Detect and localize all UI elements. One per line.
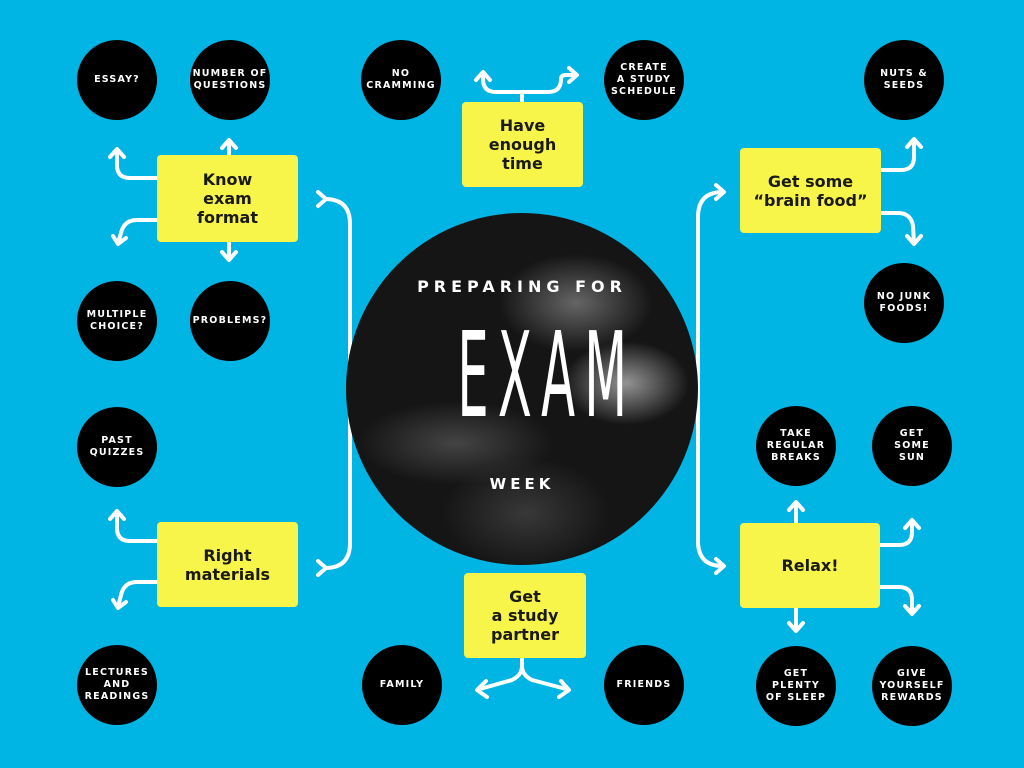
leaf-family: FAMILY xyxy=(362,645,442,725)
connector-materials-left-down xyxy=(116,580,159,609)
leaf-get-some-sun: GET SOME SUN xyxy=(872,406,952,486)
connector-relax-right-down xyxy=(878,585,914,615)
leaf-nuts-seeds: NUTS & SEEDS xyxy=(864,40,944,120)
leaf-no-cramming: NO CRAMMING xyxy=(361,40,441,120)
leaf-lectures-readings: LECTURES AND READINGS xyxy=(77,645,157,725)
branch-know-exam-format: Know exam format xyxy=(157,155,298,242)
connector-materials-left-up xyxy=(115,510,159,543)
connector-relax-right-up xyxy=(878,519,914,547)
branch-right-materials: Right materials xyxy=(157,522,298,607)
leaf-create-study-schedule: CREATE A STUDY SCHEDULE xyxy=(604,40,684,120)
center-circle: PREPARING FOR EXAM WEEK xyxy=(346,213,698,565)
branch-study-partner: Get a study partner xyxy=(464,573,586,658)
connector-center-right xyxy=(696,190,725,568)
center-title: EXAM xyxy=(457,306,637,444)
connector-food-right-up xyxy=(879,138,916,172)
leaf-number-of-questions: NUMBER OF QUESTIONS xyxy=(190,40,270,120)
center-footer: WEEK xyxy=(489,475,555,493)
leaf-essay: ESSAY? xyxy=(77,40,157,120)
leaf-friends: FRIENDS xyxy=(604,645,684,725)
leaf-multiple-choice: MULTIPLE CHOICE? xyxy=(77,281,157,361)
leaf-problems: PROBLEMS? xyxy=(190,281,270,361)
center-subtitle: PREPARING FOR xyxy=(417,277,627,296)
branch-brain-food: Get some “brain food” xyxy=(740,148,881,233)
leaf-get-plenty-of-sleep: GET PLENTY OF SLEEP xyxy=(756,646,836,726)
branch-have-enough-time: Have enough time xyxy=(462,102,583,187)
leaf-take-regular-breaks: TAKE REGULAR BREAKS xyxy=(756,406,836,486)
connector-food-right-down xyxy=(879,211,916,245)
branch-relax: Relax! xyxy=(740,523,880,608)
connector-format-left-up xyxy=(115,148,159,180)
leaf-no-junk-foods: NO JUNK FOODS! xyxy=(864,263,944,343)
leaf-give-yourself-rewards: GIVE YOURSELF REWARDS xyxy=(872,646,952,726)
connector-format-left-down xyxy=(116,218,159,245)
leaf-past-quizzes: PAST QUIZZES xyxy=(77,407,157,487)
